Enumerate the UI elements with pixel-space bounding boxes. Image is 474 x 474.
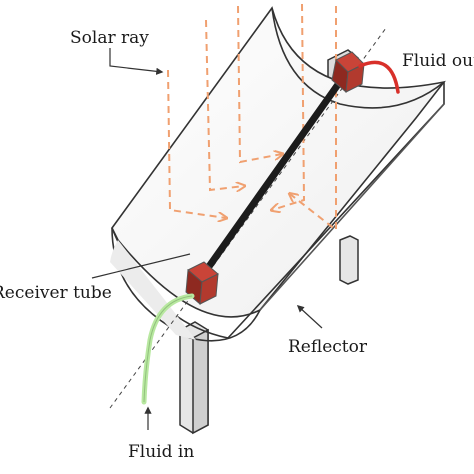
fluid-in-label: Fluid in	[128, 442, 194, 462]
solar-ray-label: Solar ray	[70, 28, 149, 48]
solar-ray-4	[272, 3, 306, 210]
fittings	[185, 51, 365, 306]
trough-surface	[111, 6, 446, 318]
solar-ray-2	[205, 19, 244, 190]
parabolic-trough	[110, 6, 446, 342]
focal-axis	[109, 27, 387, 409]
reflector-leader	[296, 305, 323, 329]
trough-rim-back	[271, 7, 445, 109]
receiver-tube-leader	[91, 253, 191, 279]
leaders	[91, 48, 323, 430]
solar-ray-3	[237, 5, 282, 164]
inlet-fitting	[185, 261, 219, 306]
receiver-tube-label: Receiver tube	[0, 283, 112, 303]
fluid-out-hose	[358, 60, 400, 94]
fluid-out-label: Fluid out	[402, 51, 474, 71]
solar-ray-leader	[109, 48, 164, 75]
reflector-label: Reflector	[288, 337, 368, 357]
receiver-tube	[194, 72, 348, 286]
outlet-fitting	[331, 51, 365, 94]
rear-support-leg	[339, 235, 359, 285]
